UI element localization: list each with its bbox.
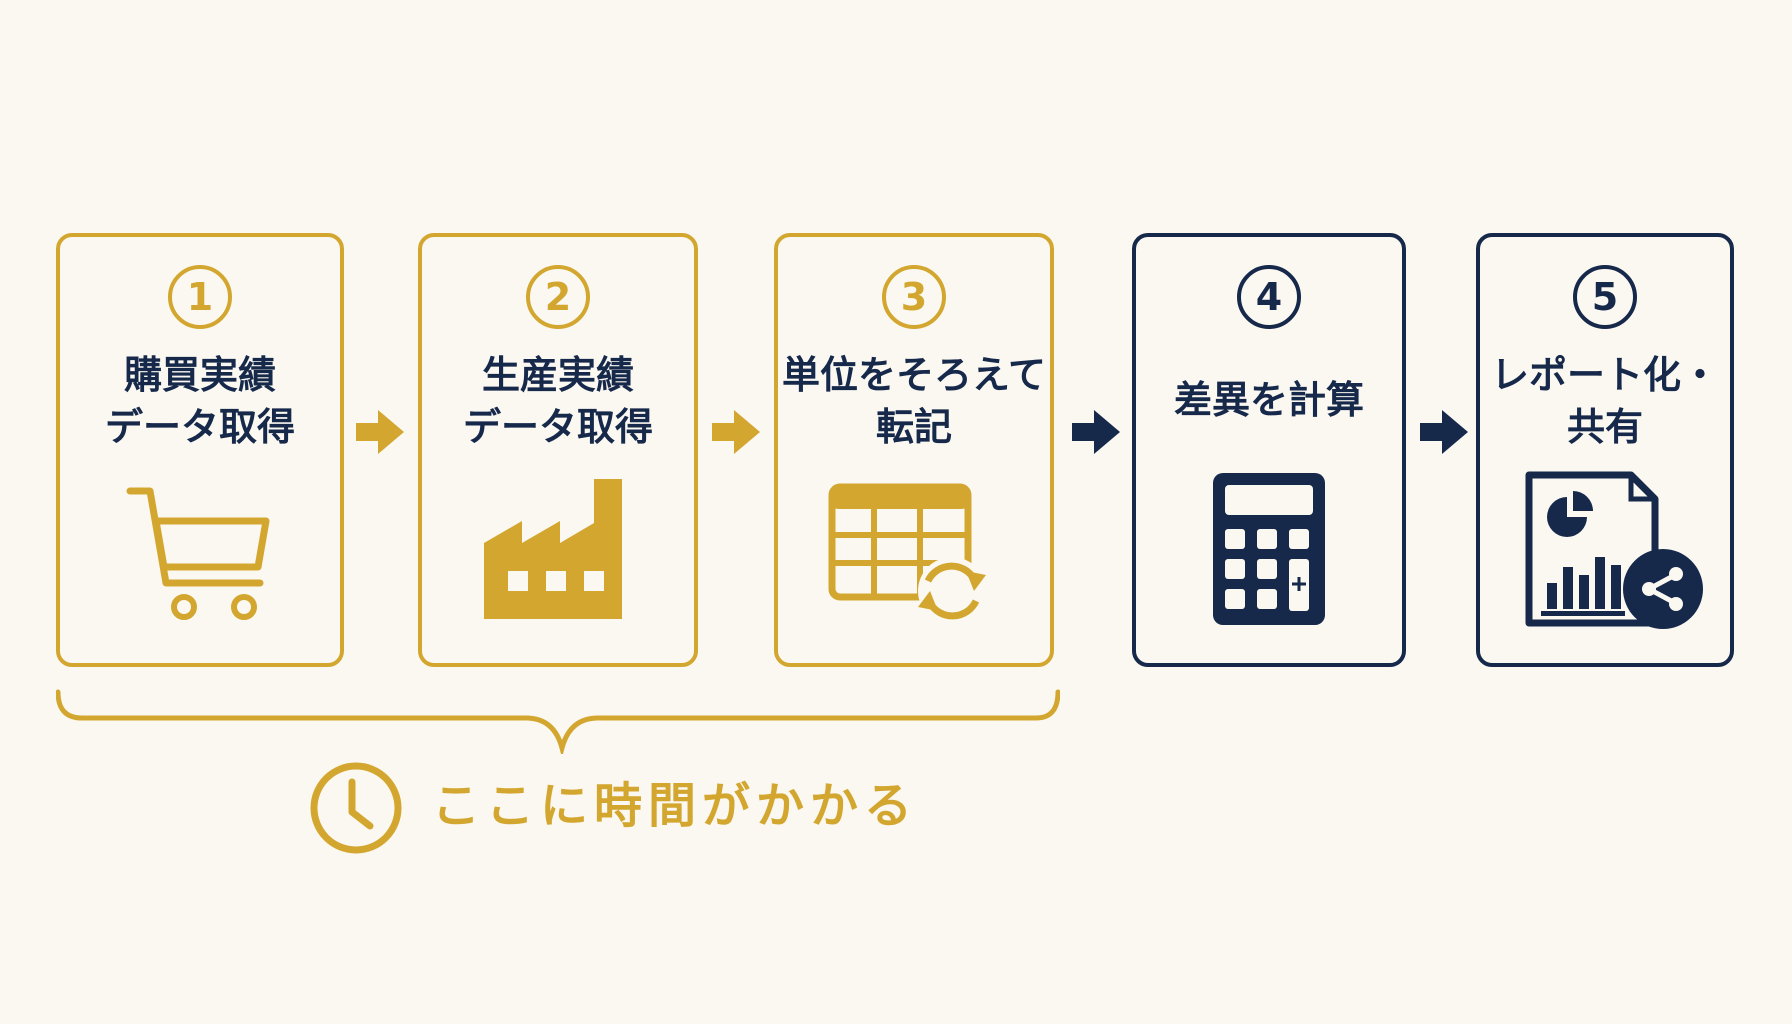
step-label-5: レポート化・ 共有 [1490,353,1719,449]
step-number-3: 3 [882,265,946,329]
bracket-brace [56,689,1060,754]
arrow-right-icon [1420,410,1468,454]
step-label-4: 差異を計算 [1173,378,1364,422]
step-number-1: 1 [168,265,232,329]
step-number-2: 2 [526,265,590,329]
clock-icon [310,762,402,854]
step-card-3: 3 単位をそろえて 転記 [774,233,1054,667]
factory-icon [484,479,622,619]
step-card-4: 4 差異を計算 [1132,233,1406,667]
step-number-4: 4 [1237,265,1301,329]
step-card-5: 5 レポート化・ 共有 [1476,233,1734,667]
step-card-2: 2 生産実績 データ取得 [418,233,698,667]
step-card-1: 1 購買実績 データ取得 [56,233,344,667]
arrow-right-icon [356,410,404,454]
report-share-icon [1525,471,1703,629]
bottleneck-note: ここに時間がかかる [432,778,919,834]
step-number-5: 5 [1573,265,1637,329]
step-label-2: 生産実績 データ取得 [462,353,653,449]
calculator-icon [1213,473,1325,625]
table-refresh-icon [828,483,986,625]
step-label-1: 購買実績 データ取得 [104,353,295,449]
arrow-right-icon [712,410,760,454]
step-label-3: 単位をそろえて 転記 [781,353,1047,449]
shopping-cart-icon [126,487,270,620]
arrow-right-icon [1072,410,1120,454]
